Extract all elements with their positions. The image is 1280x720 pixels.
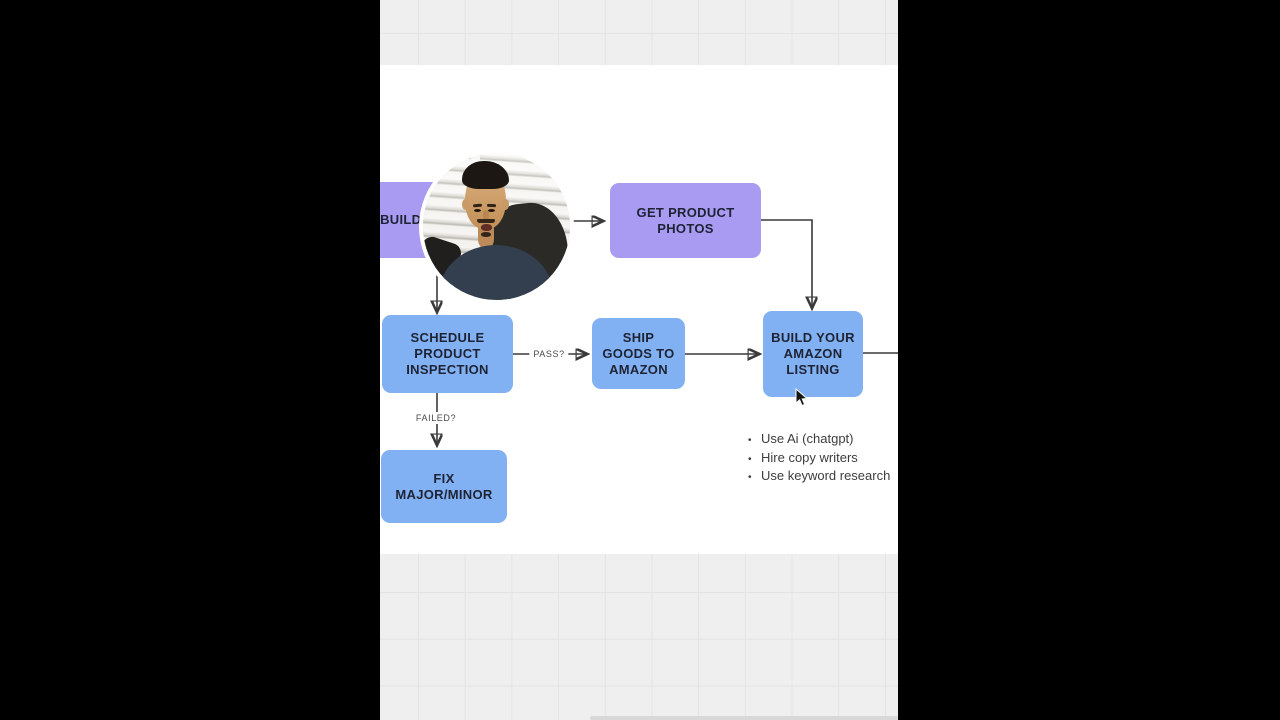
mouse-cursor-icon	[795, 387, 809, 413]
edge-photos-to-listing[interactable]	[761, 219, 812, 306]
canvas-grid-bottom	[380, 554, 898, 720]
node-get-product-photos[interactable]: GET PRODUCT PHOTOS	[610, 183, 761, 258]
list-item: • Use Ai (chatgpt)	[748, 431, 890, 450]
node-label: BUILD YOUR AMAZON LISTING	[771, 330, 855, 377]
person-eye	[488, 209, 495, 212]
node-label: GET PRODUCT PHOTOS	[636, 204, 735, 236]
node-schedule-product-inspection[interactable]: SCHEDULE PRODUCT INSPECTION	[382, 315, 513, 393]
video-content-strip: BUILD B GET PRODUCT PHOTOS SCHEDULE PROD…	[380, 0, 898, 720]
person-hair	[462, 161, 509, 189]
person-ear	[502, 199, 509, 210]
node-fix-major-minor[interactable]: FIX MAJOR/MINOR	[381, 450, 507, 523]
note-text: Use Ai (chatgpt)	[761, 431, 854, 446]
list-item: • Use keyword research	[748, 468, 890, 487]
node-ship-goods-to-amazon[interactable]: SHIP GOODS TO AMAZON	[592, 318, 685, 389]
node-label: SCHEDULE PRODUCT INSPECTION	[406, 330, 489, 377]
letterbox-left	[0, 0, 380, 720]
edge-label-pass: PASS?	[529, 348, 569, 360]
person-mouth	[481, 224, 492, 231]
note-text: Use keyword research	[761, 468, 891, 483]
bullet-icon: •	[748, 435, 752, 446]
bullet-icon: •	[748, 472, 752, 483]
webcam-video	[423, 153, 570, 300]
node-build-your-amazon-listing[interactable]: BUILD YOUR AMAZON LISTING	[763, 311, 863, 397]
person-eye	[474, 209, 481, 212]
list-item: • Hire copy writers	[748, 450, 890, 469]
bullet-icon: •	[748, 453, 752, 465]
node-label: FIX MAJOR/MINOR	[395, 470, 493, 502]
person-ear	[462, 199, 469, 210]
person-nose	[483, 210, 489, 221]
note-text: Hire copy writers	[761, 449, 858, 465]
webcam-overlay	[423, 153, 570, 300]
person-eyebrow	[486, 203, 497, 207]
notes-list: • Use Ai (chatgpt) • Hire copy writers •…	[748, 431, 890, 487]
person-mustache	[477, 219, 495, 223]
node-label: SHIP GOODS TO AMAZON	[602, 329, 675, 377]
horizontal-scrollbar[interactable]	[590, 716, 898, 720]
canvas-grid-top	[380, 0, 898, 65]
person-chin-beard	[481, 232, 491, 237]
edge-label-failed: FAILED?	[411, 412, 461, 424]
letterbox-right	[898, 0, 1280, 720]
